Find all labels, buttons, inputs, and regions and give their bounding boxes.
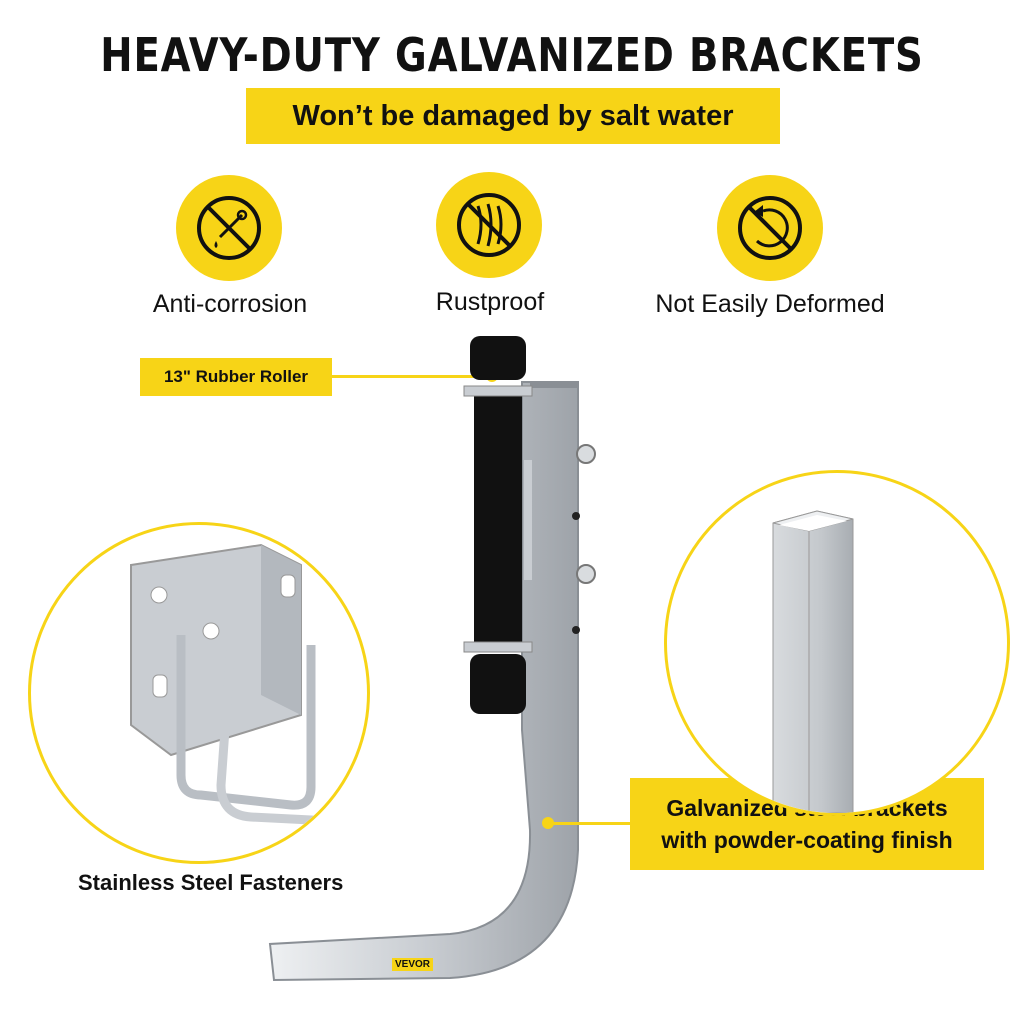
- fasteners-illustration: [130, 543, 332, 826]
- no-corrosion-icon: [176, 175, 282, 281]
- feature-label-anti-corrosion: Anti-corrosion: [152, 290, 308, 318]
- roller-callout-text: 13" Rubber Roller: [163, 367, 309, 386]
- finish-leader-line: [548, 822, 630, 825]
- tube-detail-circle: [664, 470, 1010, 816]
- fasteners-detail-circle: [28, 522, 370, 864]
- page-title: HEAVY-DUTY GALVANIZED BRACKETS: [100, 28, 924, 82]
- subtitle-banner: Won’t be damaged by salt water: [246, 88, 780, 144]
- fasteners-caption: Stainless Steel Fasteners: [78, 870, 344, 895]
- subtitle-text: Won’t be damaged by salt water: [292, 99, 734, 132]
- finish-leader-dot: [542, 817, 554, 829]
- roller-callout: 13" Rubber Roller: [140, 358, 332, 396]
- roller-leader-line: [332, 375, 492, 378]
- square-tube-illustration: [772, 510, 854, 813]
- feature-label-rustproof: Rustproof: [435, 288, 545, 316]
- no-deform-icon: [717, 175, 823, 281]
- feature-label-not-deformed: Not Easily Deformed: [655, 290, 885, 318]
- brand-label: VEVOR: [392, 958, 434, 971]
- finish-callout-line2: with powder-coating finish: [661, 827, 953, 853]
- bracket-illustration: [268, 336, 596, 982]
- no-rust-icon: [436, 172, 542, 278]
